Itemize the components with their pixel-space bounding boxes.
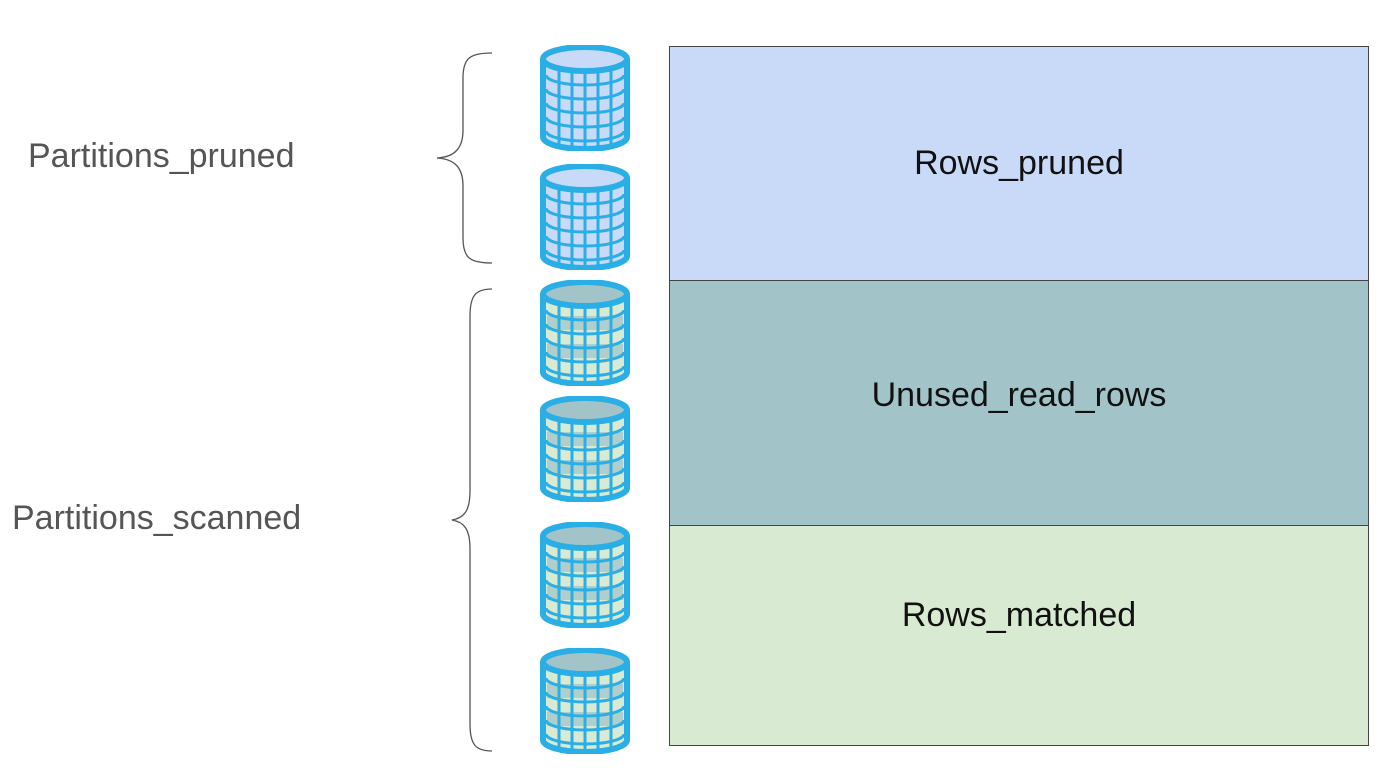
partition-scanned-1-icon — [540, 280, 630, 386]
rows-matched-block: Rows_matched — [669, 525, 1369, 746]
partition-scanned-3-icon — [540, 522, 630, 628]
unused-read-rows-label: Unused_read_rows — [871, 375, 1167, 414]
unused-read-rows-block: Unused_read_rows — [669, 280, 1369, 526]
partitions-pruned-label: Partitions_pruned — [28, 137, 295, 175]
partition-scanned-4-icon — [540, 648, 630, 754]
partition-pruned-2-icon — [540, 164, 630, 270]
partition-scanned-2-icon — [540, 396, 630, 502]
rows-pruned-label: Rows_pruned — [914, 143, 1124, 182]
rows-matched-label: Rows_matched — [901, 596, 1137, 634]
pruned-brace — [436, 52, 493, 264]
rows-pruned-block: Rows_pruned — [669, 46, 1369, 281]
partitions-scanned-label: Partitions_scanned — [12, 499, 302, 537]
scanned-brace — [451, 288, 493, 752]
partition-pruned-1-icon — [540, 45, 630, 151]
